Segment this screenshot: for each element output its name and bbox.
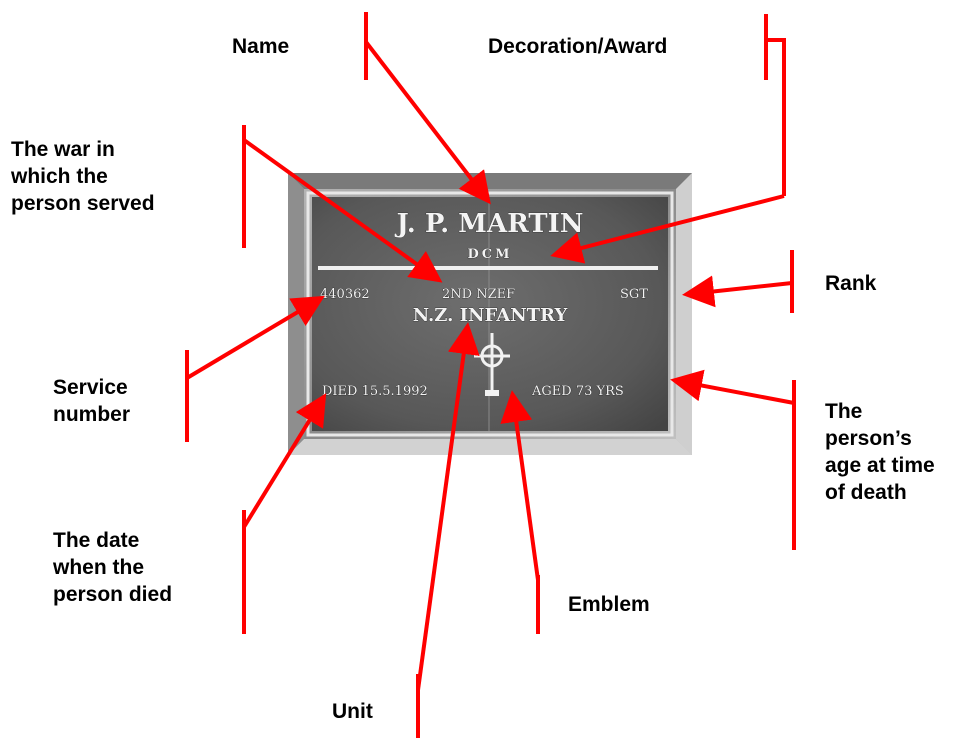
service-arrow xyxy=(187,300,318,378)
decoration-bracket-hook xyxy=(766,40,784,196)
label-decoration-text: Decoration/Award xyxy=(488,33,667,60)
label-rank: Rank xyxy=(825,270,876,297)
label-age-line: person’s xyxy=(825,425,935,452)
rank-arrow xyxy=(690,283,792,294)
emblem-arrow xyxy=(513,398,538,580)
label-age-line: The xyxy=(825,398,935,425)
label-died-line: person died xyxy=(53,581,172,608)
label-age: The person’s age at time of death xyxy=(825,398,935,506)
label-died-line: when the xyxy=(53,554,172,581)
name-arrow xyxy=(366,42,486,198)
label-war-line: person served xyxy=(11,190,155,217)
label-died-line: The date xyxy=(53,527,172,554)
label-rank-text: Rank xyxy=(825,270,876,297)
war-arrow xyxy=(244,140,436,278)
label-name-text: Name xyxy=(232,33,289,60)
unit-arrow xyxy=(418,330,467,690)
label-age-line: of death xyxy=(825,479,935,506)
label-service-number: Service number xyxy=(53,374,130,428)
label-name: Name xyxy=(232,33,289,60)
age-arrow xyxy=(678,381,794,403)
label-war: The war in which the person served xyxy=(11,136,155,217)
label-unit-text: Unit xyxy=(332,698,373,725)
label-emblem: Emblem xyxy=(568,591,650,618)
label-war-line: which the xyxy=(11,163,155,190)
label-date-died: The date when the person died xyxy=(53,527,172,608)
label-war-line: The war in xyxy=(11,136,155,163)
label-decoration: Decoration/Award xyxy=(488,33,667,60)
label-service-line: number xyxy=(53,401,130,428)
died-arrow xyxy=(244,400,322,527)
decoration-arrow xyxy=(558,196,784,254)
label-emblem-text: Emblem xyxy=(568,591,650,618)
label-service-line: Service xyxy=(53,374,130,401)
label-unit: Unit xyxy=(332,698,373,725)
label-age-line: age at time xyxy=(825,452,935,479)
